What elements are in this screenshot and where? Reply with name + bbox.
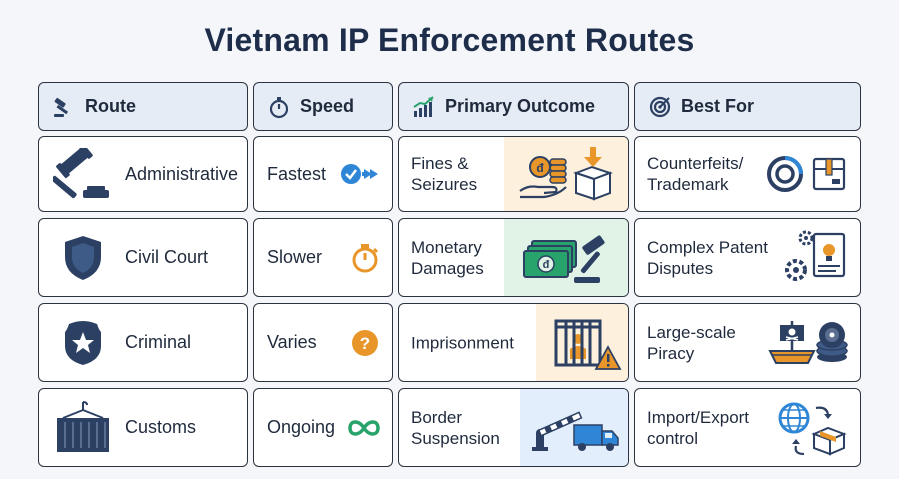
outcome-illustration bbox=[520, 389, 628, 466]
outcome-label: Fines &Seizures bbox=[411, 154, 478, 194]
header-route: Route bbox=[38, 82, 248, 131]
globe-box-icon bbox=[774, 400, 850, 456]
header-speed: Speed bbox=[253, 82, 393, 131]
header-best-for: Best For bbox=[634, 82, 861, 131]
speed-cell-varies: Varies ? bbox=[253, 303, 393, 382]
outcome-illustration bbox=[536, 304, 628, 381]
header-label: Speed bbox=[300, 96, 355, 116]
fast-check-icon bbox=[340, 159, 380, 189]
route-cell-customs: Customs bbox=[38, 388, 248, 467]
outcome-cell-imprisonment: Imprisonment bbox=[398, 303, 629, 382]
header-label: Primary Outcome bbox=[445, 96, 596, 116]
infinity-icon bbox=[346, 413, 382, 443]
gears-document-icon bbox=[784, 230, 848, 286]
trademark-box-icon bbox=[766, 146, 850, 202]
timer-icon bbox=[350, 243, 380, 273]
best-for-cell-counterfeits: Counterfeits/Trademark bbox=[634, 136, 861, 212]
target-icon bbox=[647, 94, 673, 120]
outcome-illustration: đ bbox=[504, 137, 628, 211]
police-badge-icon bbox=[51, 315, 115, 371]
svg-text:đ: đ bbox=[543, 259, 550, 271]
speed-cell-ongoing: Ongoing bbox=[253, 388, 393, 467]
speed-label: Slower bbox=[267, 247, 323, 267]
shipping-container-icon bbox=[51, 400, 115, 456]
best-for-label: Counterfeits/Trademark bbox=[647, 154, 744, 194]
page-title: Vietnam IP Enforcement Routes bbox=[204, 22, 695, 58]
outcome-illustration: đ bbox=[504, 219, 628, 296]
jail-icon bbox=[554, 319, 622, 370]
route-label: Criminal bbox=[125, 332, 192, 352]
route-cell-civil-court: Civil Court bbox=[38, 218, 248, 297]
speed-label: Varies bbox=[267, 332, 317, 352]
question-icon: ? bbox=[350, 328, 380, 358]
growth-chart-icon bbox=[411, 94, 437, 120]
shield-icon bbox=[51, 230, 115, 286]
speed-cell-slower: Slower bbox=[253, 218, 393, 297]
svg-text:đ: đ bbox=[536, 161, 544, 175]
money-gavel-icon: đ bbox=[523, 234, 605, 283]
header-label: Route bbox=[85, 96, 136, 116]
outcome-label: Imprisonment bbox=[411, 333, 514, 352]
speed-label: Fastest bbox=[267, 163, 327, 184]
outcome-cell-fines: Fines &Seizures đ bbox=[398, 136, 629, 212]
gavel-icon bbox=[51, 94, 77, 120]
svg-text:?: ? bbox=[360, 334, 370, 353]
header-label: Best For bbox=[681, 96, 755, 116]
route-label: Customs bbox=[125, 417, 197, 437]
route-label: Civil Court bbox=[125, 247, 209, 267]
barrier-truck-icon bbox=[532, 410, 619, 451]
header-outcome: Primary Outcome bbox=[398, 82, 629, 131]
speed-label: Ongoing bbox=[267, 417, 336, 437]
route-label: Administrative bbox=[125, 163, 239, 184]
route-cell-administrative: Administrative bbox=[38, 136, 248, 212]
gavel-icon bbox=[51, 146, 115, 202]
pirate-ship-icon bbox=[766, 315, 850, 371]
stopwatch-icon bbox=[266, 94, 292, 120]
coins-box-icon: đ bbox=[519, 147, 613, 201]
speed-cell-fastest: Fastest bbox=[253, 136, 393, 212]
route-cell-criminal: Criminal bbox=[38, 303, 248, 382]
